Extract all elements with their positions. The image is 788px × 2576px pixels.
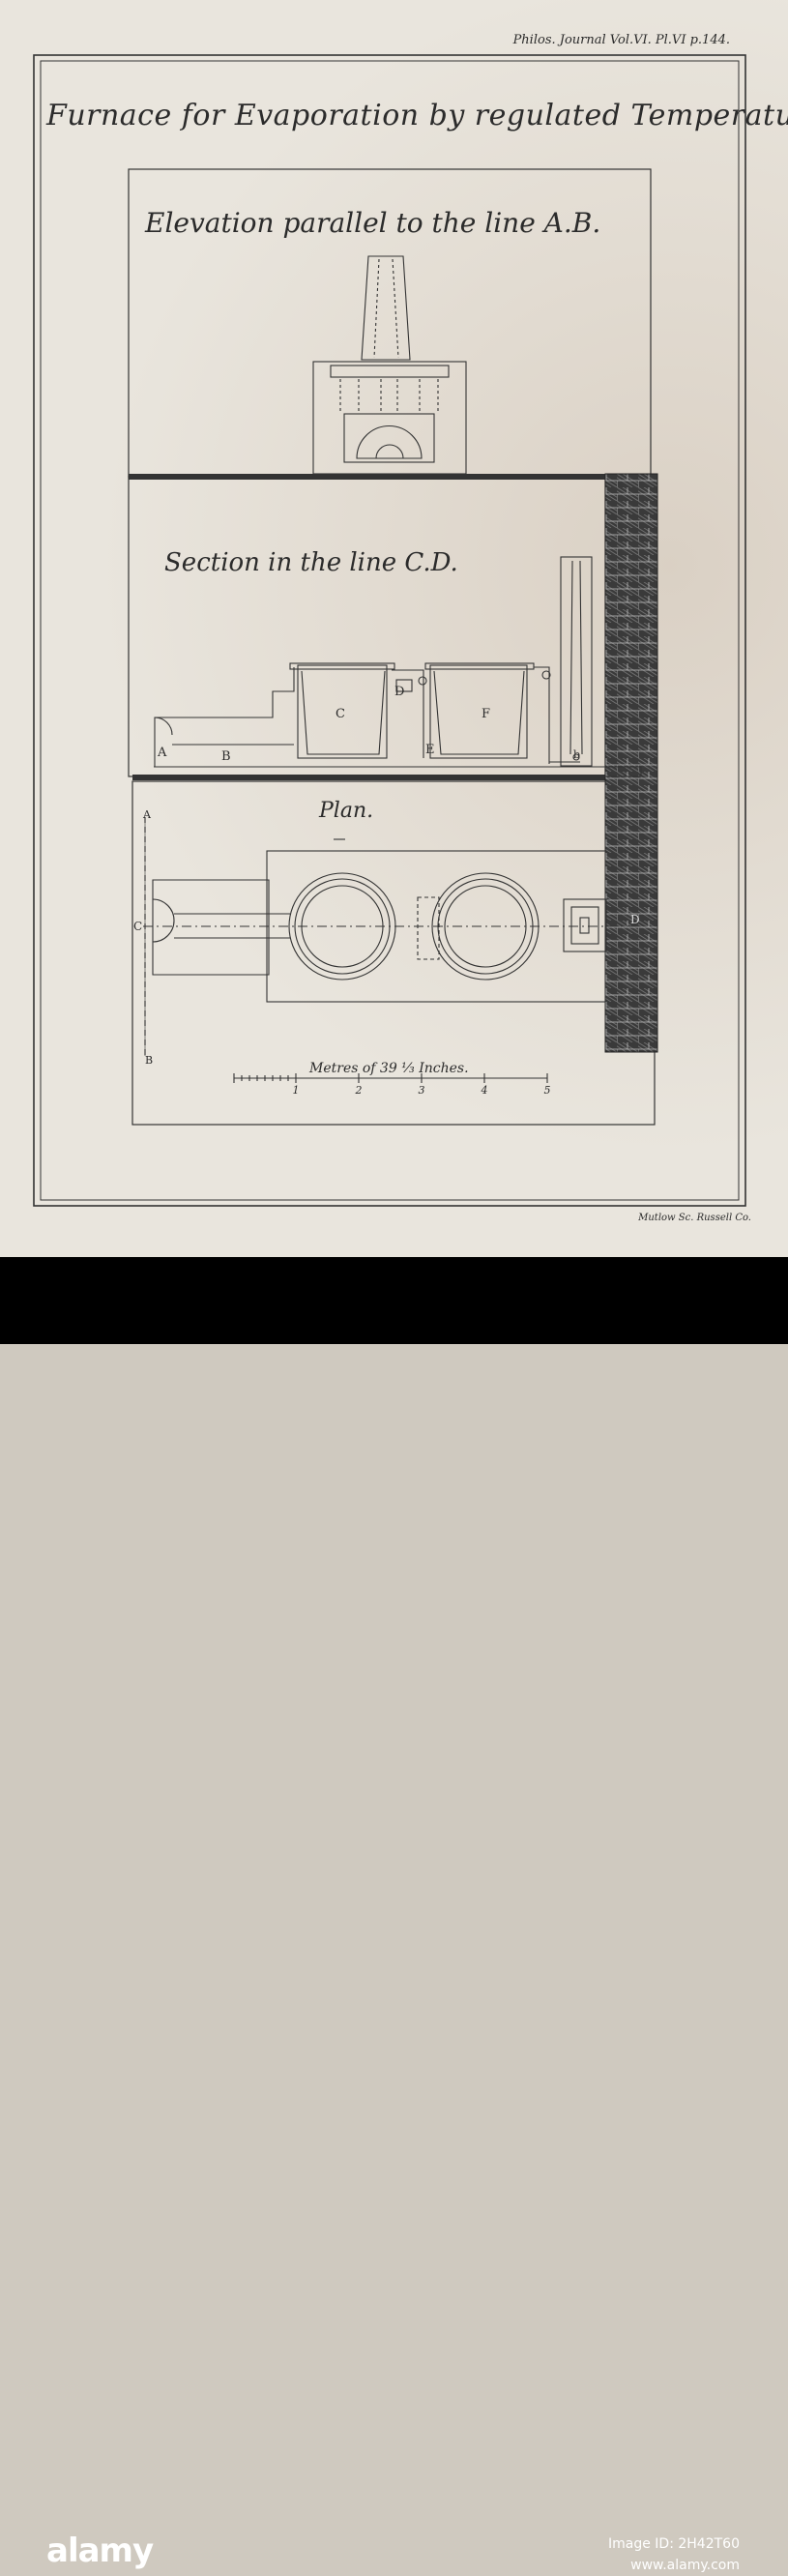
plate-title: Furnace for Evaporation by regulated Tem… <box>46 99 788 132</box>
brick-wall <box>604 473 658 1053</box>
journal-reference: Philos. Journal Vol.VI. Pl.VI p.144. <box>512 33 730 47</box>
furnace-drawing: A B C D E F b A B C D 1 2 3 4 5 <box>33 54 746 1207</box>
section-title: Section in the line C.D. <box>164 548 458 577</box>
stock-id: Image ID: 2H42T60 www.alamy.com <box>608 2533 740 2576</box>
plan-chimney <box>563 898 607 952</box>
stock-logo: alamy <box>46 2532 154 2570</box>
section-panel <box>128 476 606 777</box>
label-c-plan: C <box>133 920 142 933</box>
plan-title: Plan. <box>319 799 374 823</box>
engraving-plate: Philos. Journal Vol.VI. Pl.VI p.144. Fur… <box>0 0 788 1257</box>
elevation-view <box>312 255 467 475</box>
scale-title: Metres of 39 ⅓ Inches. <box>309 1061 469 1076</box>
flue-d <box>395 679 413 692</box>
elevation-panel <box>128 168 652 478</box>
outer-border <box>33 54 746 1207</box>
boiler-f <box>429 664 528 759</box>
engraver-credit: Mutlow Sc. Russell Co. <box>638 1213 751 1223</box>
scale-tick-2: 2 <box>355 1084 363 1097</box>
label-c-section: C <box>336 707 345 721</box>
label-d-plan: D <box>630 913 640 926</box>
boiler-c <box>297 664 388 759</box>
section-view <box>154 556 642 777</box>
scale-tick-4: 4 <box>481 1084 488 1097</box>
label-f-section: F <box>482 707 490 721</box>
label-b-small: b <box>573 748 580 761</box>
stock-site: www.alamy.com <box>630 2558 740 2573</box>
label-b-section: B <box>221 749 231 764</box>
label-a-plan: A <box>142 808 152 821</box>
panel-divider-top <box>129 474 606 480</box>
scale-bar <box>233 1073 548 1083</box>
scale-tick-5: 5 <box>544 1084 551 1097</box>
section-floor <box>154 766 642 777</box>
label-a-section: A <box>157 746 167 760</box>
stock-footer: alamy Image ID: 2H42T60 www.alamy.com <box>0 1257 788 2573</box>
scale-tick-1: 1 <box>293 1084 300 1097</box>
section-chimney <box>560 556 593 767</box>
chimney <box>361 255 411 361</box>
panel-divider-bottom <box>132 775 606 780</box>
image-id: Image ID: 2H42T60 <box>608 2536 740 2552</box>
ash-pit <box>154 667 295 767</box>
fire-door-frame <box>343 413 435 463</box>
plan-view <box>143 817 638 1056</box>
label-d-section: D <box>394 685 404 699</box>
furnace-body <box>312 361 467 475</box>
fire-arch <box>356 424 423 459</box>
plan-panel <box>131 780 656 1126</box>
inner-border <box>40 60 740 1201</box>
plan-ash-pit <box>152 879 270 976</box>
label-e-section: E <box>425 743 435 757</box>
elevation-title: Elevation parallel to the line A.B. <box>145 207 601 239</box>
scale-tick-3: 3 <box>419 1084 425 1097</box>
label-b-plan: B <box>145 1054 153 1067</box>
